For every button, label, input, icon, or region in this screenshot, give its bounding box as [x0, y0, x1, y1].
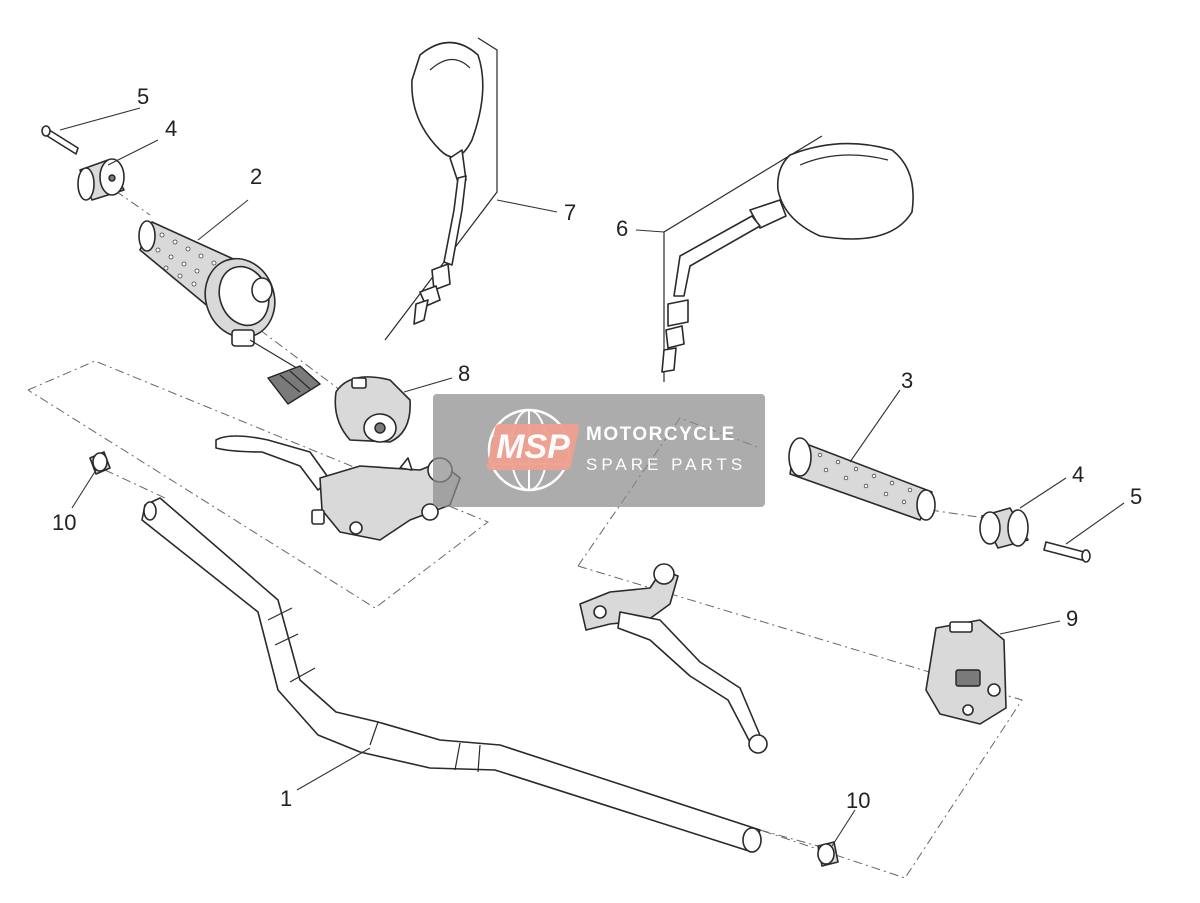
callout-10-right: 10 — [846, 788, 870, 813]
left-clutch-lever-part — [215, 435, 461, 541]
right-bar-end-weight-part — [979, 507, 1029, 549]
callout-2: 2 — [250, 164, 262, 189]
msp-watermark: MSP MOTORCYCLE SPARE PARTS — [433, 394, 765, 507]
watermark-line-2: SPARE PARTS — [586, 455, 747, 474]
callout-1: 1 — [280, 786, 292, 811]
msp-logo-badge: MSP — [486, 424, 580, 470]
left-bolt-part — [41, 125, 79, 155]
left-bar-insert-part — [89, 451, 111, 475]
callout-6: 6 — [616, 216, 628, 241]
right-grip-part — [788, 437, 936, 521]
grip-dots — [817, 452, 913, 505]
connector-plug-part — [266, 365, 322, 405]
grip-dots — [155, 232, 217, 295]
callout-5-left: 5 — [137, 84, 149, 109]
callout-4-left: 4 — [165, 116, 177, 141]
left-switch-housing-part — [334, 376, 411, 443]
right-bolt-part — [1043, 541, 1091, 563]
callout-3: 3 — [901, 368, 913, 393]
watermark-line-1: MOTORCYCLE — [586, 424, 736, 445]
right-bar-insert-part — [817, 841, 839, 867]
callout-10-left: 10 — [52, 510, 76, 535]
callout-7: 7 — [564, 200, 576, 225]
left-bar-end-weight-part — [77, 158, 125, 201]
msp-logo-text: MSP — [496, 428, 570, 466]
callout-8: 8 — [458, 361, 470, 386]
callout-9: 9 — [1066, 606, 1078, 631]
right-switch-housing-part — [925, 619, 1007, 725]
handlebar-part — [141, 497, 762, 853]
right-mirror-part — [661, 142, 914, 373]
left-mirror-part — [411, 41, 484, 325]
callout-4-right: 4 — [1072, 462, 1084, 487]
right-brake-lever-part — [579, 563, 768, 754]
callout-labels: 1 2 3 4 4 5 5 6 7 8 9 10 10 — [52, 84, 1142, 813]
left-grip-part — [138, 220, 301, 371]
callout-5-right: 5 — [1130, 484, 1142, 509]
leader-lines — [59, 107, 1125, 847]
